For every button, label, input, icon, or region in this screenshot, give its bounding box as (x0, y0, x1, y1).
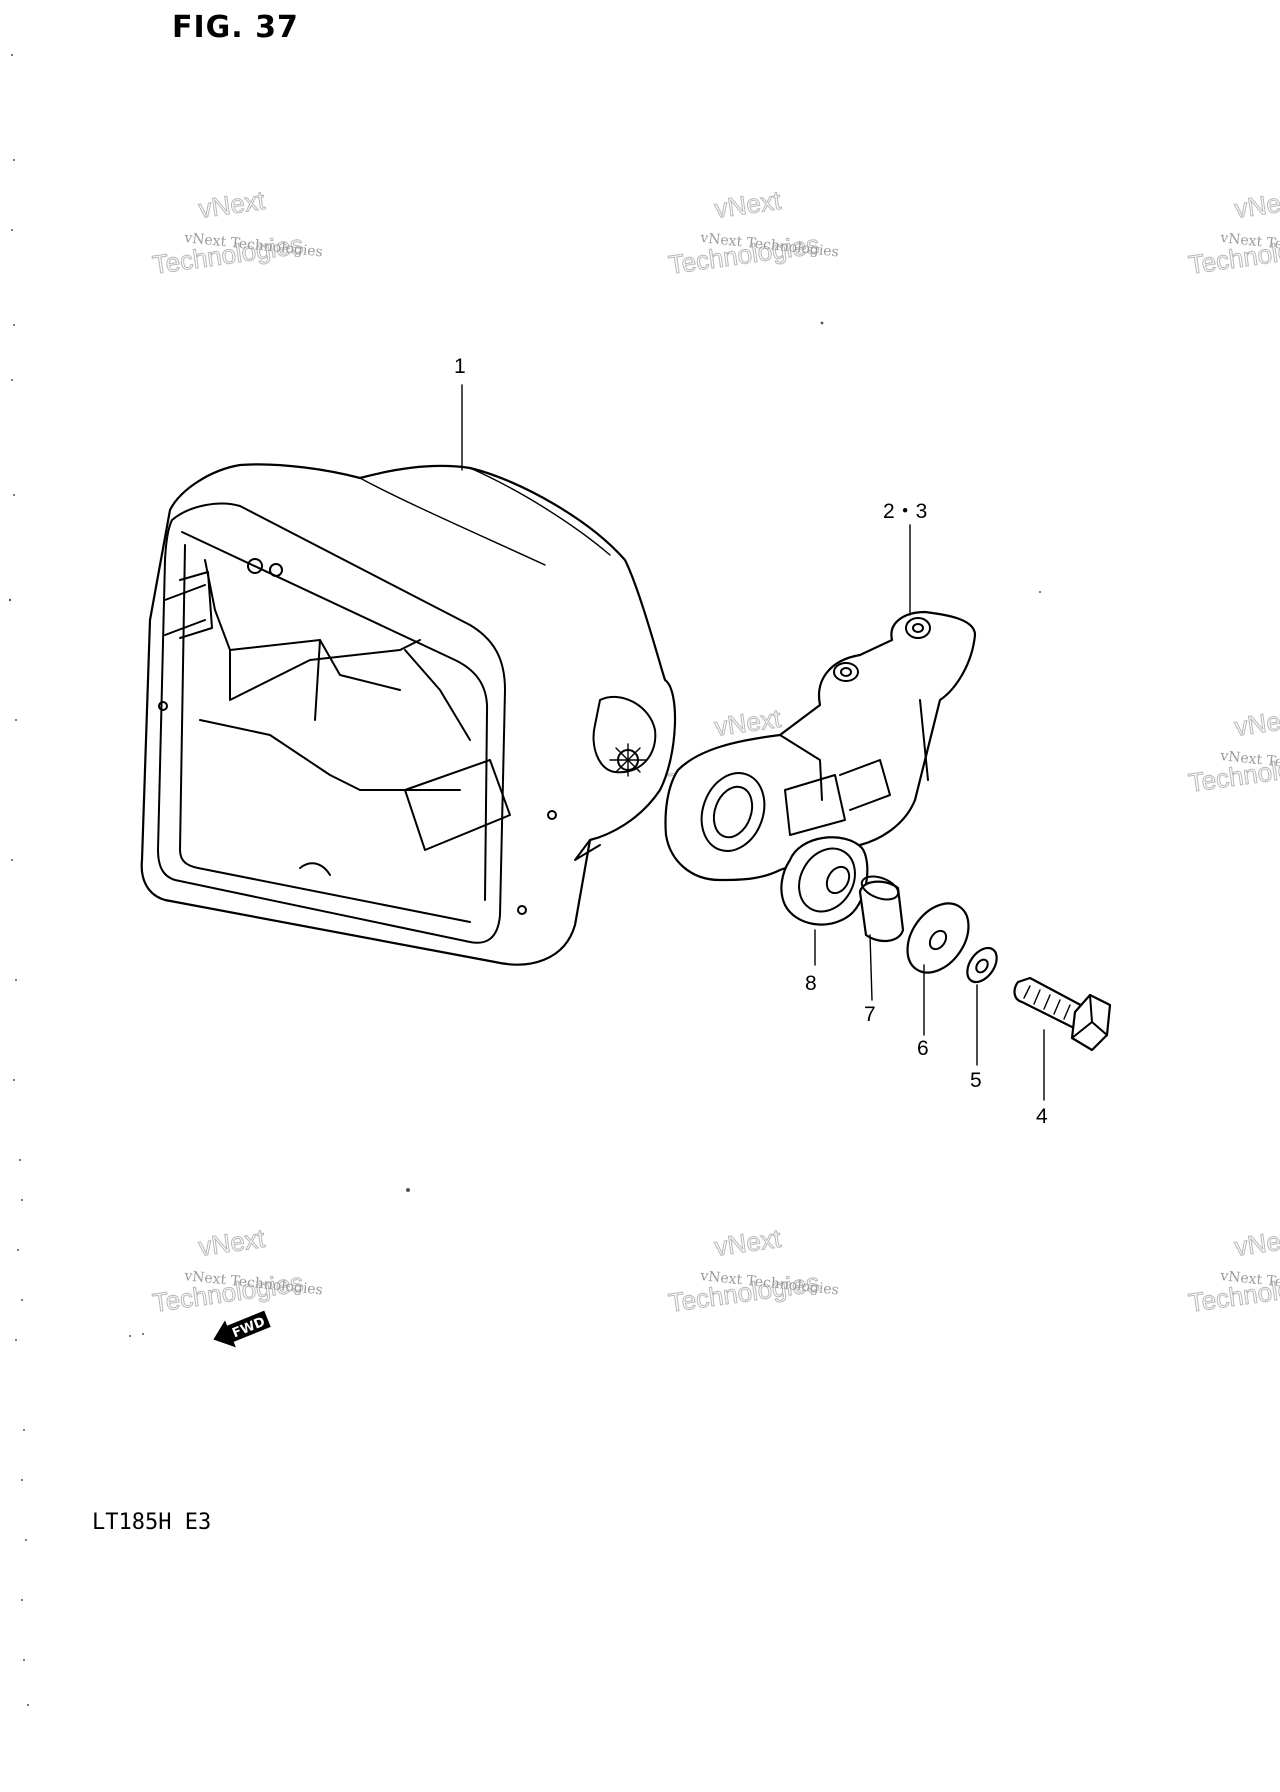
washer (906, 902, 970, 974)
callout-2-3: 2・3 (883, 500, 927, 523)
watermark: vNext Technologies vNext Technologies (666, 1222, 839, 1318)
watermark: vNext Technologies vNext Technologies (150, 1222, 323, 1318)
callout-5: 5 (970, 1069, 982, 1092)
svg-text:vNext: vNext (1233, 703, 1280, 742)
watermark: vNext Technologies vNext Technologies (666, 184, 839, 280)
watermark: vNext Technologies vNext Technologies (1186, 184, 1280, 280)
model-code: LT185H E3 (92, 1510, 212, 1535)
scan-speckles (8, 54, 1041, 1706)
watermark: vNext Technologies vNext Technologies (150, 184, 323, 280)
collar (858, 875, 905, 943)
callout-8: 8 (805, 972, 817, 995)
callout-4: 4 (1036, 1105, 1048, 1128)
svg-text:vNext: vNext (1233, 185, 1280, 224)
svg-text:vNext: vNext (197, 185, 268, 224)
svg-text:vNext: vNext (197, 1223, 268, 1262)
grommet (780, 836, 869, 926)
watermark: vNext Technologies vNext Technologies (1186, 702, 1280, 798)
leader-lines (461, 384, 1045, 1101)
svg-text:vNext: vNext (713, 185, 784, 224)
bolt (1013, 976, 1112, 1052)
callout-6: 6 (917, 1037, 929, 1060)
callouts: 1 2・3 4 5 6 7 8 (454, 355, 1048, 1128)
svg-text:vNext: vNext (713, 1223, 784, 1262)
callout-7: 7 (864, 1003, 876, 1026)
mounting-bracket (664, 610, 977, 882)
callout-1: 1 (454, 355, 466, 378)
figure-title: FIG. 37 (172, 10, 299, 45)
forward-arrow-icon: FWD (213, 1310, 271, 1348)
lock-washer (966, 946, 998, 984)
watermark: vNext Technologies vNext Technologies (1186, 1222, 1280, 1318)
svg-text:vNext: vNext (1233, 1223, 1280, 1262)
headlight-housing (140, 463, 677, 966)
